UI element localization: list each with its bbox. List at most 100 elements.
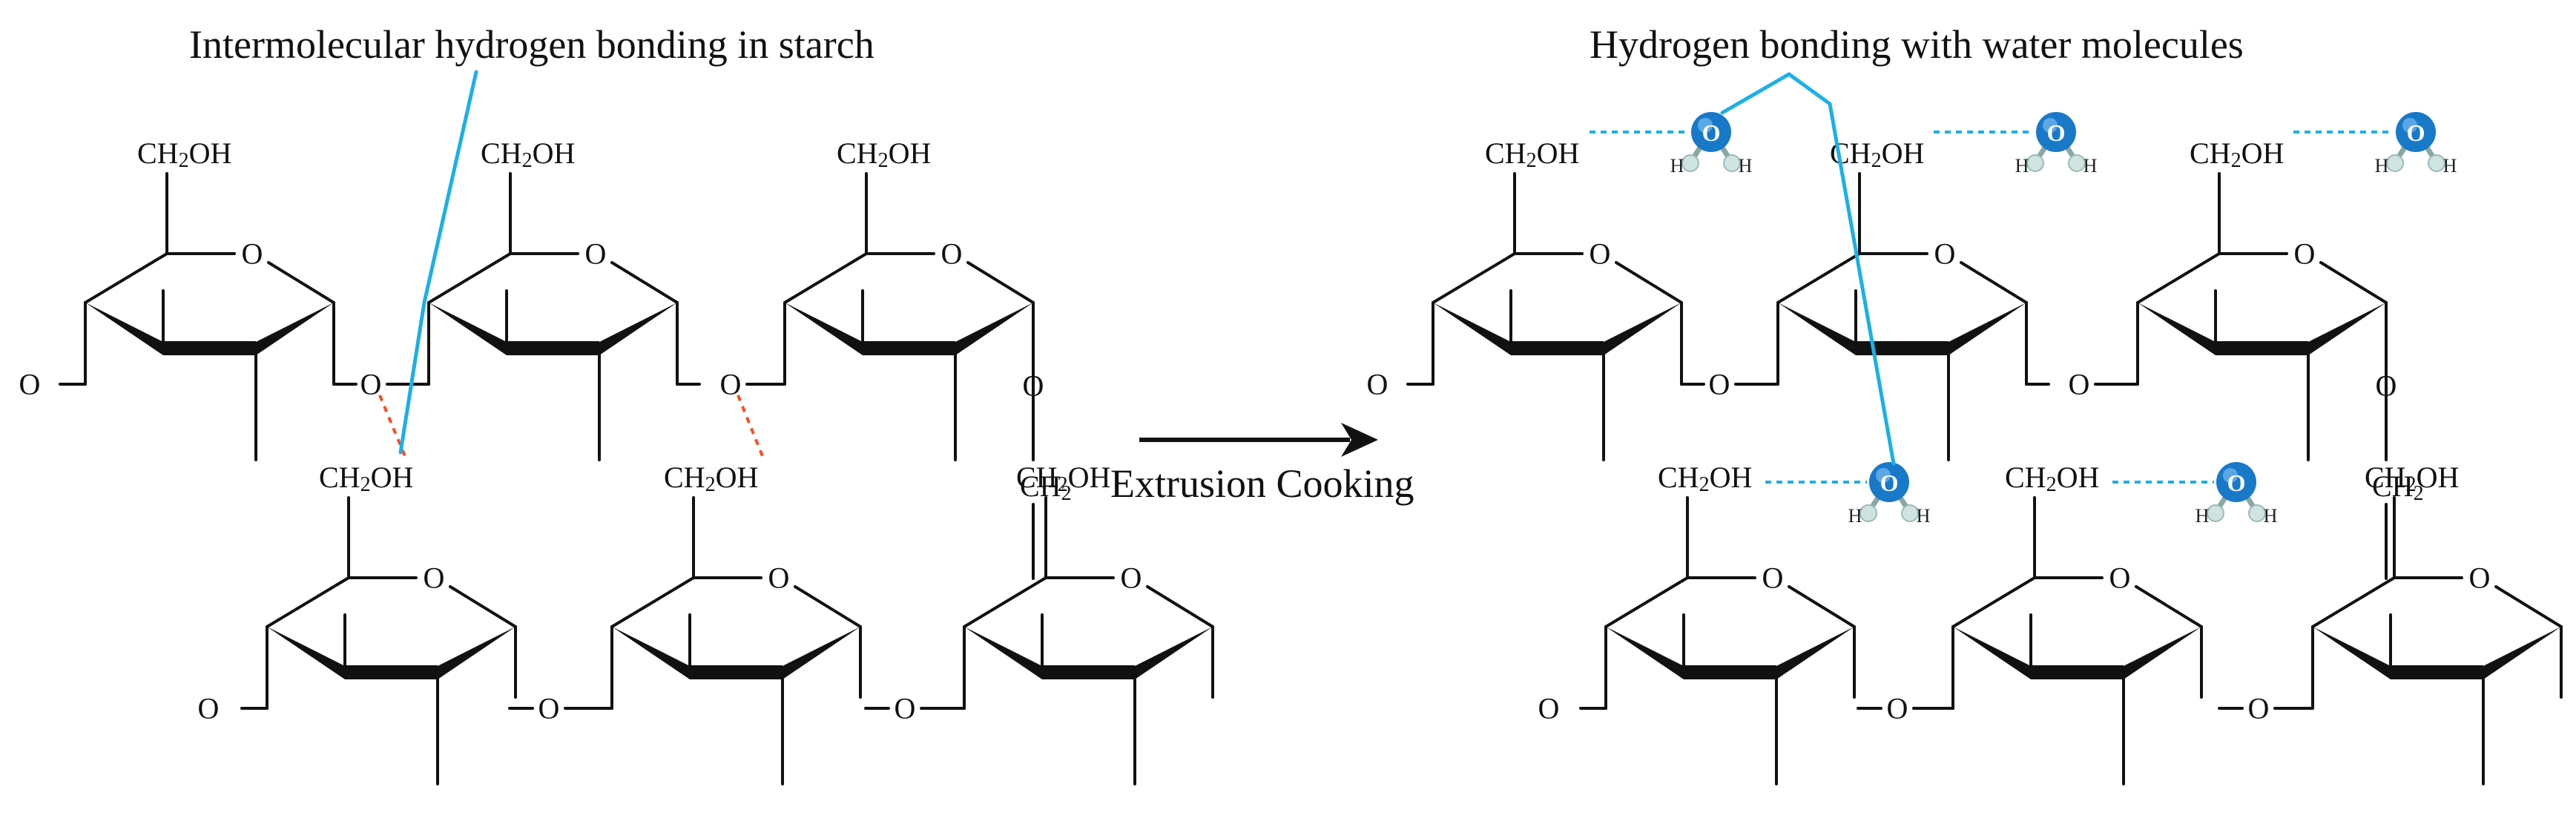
water-h-label: H: [2264, 505, 2278, 527]
ring-bond: [449, 585, 517, 628]
formula-part: CH: [1016, 461, 1058, 494]
water-h-label: H: [2375, 155, 2389, 177]
formula-part: OH: [889, 136, 932, 170]
formula-part: CH: [2372, 469, 2414, 503]
formula-subscript: 2: [2231, 149, 2241, 172]
bold-bond: [345, 665, 438, 679]
wedge-bond: [85, 303, 163, 355]
water-highlight: [1698, 118, 1713, 133]
right-title: Hydrogen bonding with water molecules: [1590, 22, 2244, 67]
formula-part: OH: [1882, 136, 1925, 170]
water-molecule-icon: OH H: [1848, 462, 1931, 527]
formula-part: CH: [2190, 136, 2231, 170]
formula-part: OH: [533, 136, 576, 170]
water-h-label: H: [1848, 505, 1862, 527]
ring-bond: [610, 261, 679, 304]
water-o-label: O: [2407, 119, 2425, 146]
water-molecule-icon: OH H: [2375, 112, 2457, 177]
ch2oh-group: CH2OH: [1830, 136, 1924, 172]
bold-bond: [1042, 665, 1135, 679]
ch2oh-group: CH2OH: [137, 136, 231, 172]
ring-bond: [1604, 576, 1689, 628]
formula-subscript: 2: [1699, 473, 1710, 496]
bold-bond: [863, 341, 955, 355]
water-o-label: O: [2227, 469, 2246, 496]
glucose-rings-layer: OCH2OHOCH2OHOCH2OHOCH2OHOCH2OHOCH2OHOCH2…: [59, 136, 2563, 785]
ring-oxygen: O: [941, 237, 963, 271]
wedge-bond: [1433, 303, 1511, 355]
wedge-bond: [1778, 303, 1856, 355]
formula-part: OH: [716, 461, 759, 494]
wedge-bond: [955, 303, 1033, 355]
formula-part: OH: [1068, 461, 1111, 494]
formula-subscript: 2: [2406, 473, 2417, 496]
ring-bond: [1951, 576, 2036, 628]
callout-line: [398, 300, 426, 455]
ring-bond: [2494, 585, 2563, 628]
formula-part: OH: [189, 136, 232, 170]
ch2oh-group: CH2OH: [1485, 136, 1579, 172]
water-hydrogen: [2026, 154, 2044, 172]
glycosidic-oxygen: O: [895, 692, 916, 725]
bold-bond: [1856, 341, 1949, 355]
wedge-bond: [256, 303, 334, 355]
ring-bond: [1960, 261, 2028, 304]
ring-bond: [2311, 576, 2396, 628]
glycosidic-oxygen: O: [2069, 368, 2090, 401]
wedge-bond: [1604, 303, 1681, 355]
wedge-bond: [599, 303, 677, 355]
ch2oh-group: CH2OH: [664, 461, 758, 496]
ch2oh-group: CH2OH: [1658, 461, 1752, 496]
ring-bond: [794, 585, 862, 628]
formula-subscript: 2: [1058, 473, 1068, 496]
branch-oxygen: O: [1023, 369, 1044, 403]
wedge-bond: [429, 303, 507, 355]
water-highlight: [1876, 468, 1891, 483]
water-o-label: O: [1702, 119, 1721, 146]
ring-oxygen: O: [585, 237, 607, 271]
water-hydrogen: [2386, 154, 2404, 172]
ring-bond: [2319, 261, 2388, 304]
ring-oxygen: O: [242, 237, 263, 271]
branch-ch2-group: CH2: [2372, 469, 2424, 505]
callout-lines-layer: [398, 70, 1896, 466]
ring-bond: [84, 252, 168, 304]
water-highlight: [2223, 468, 2238, 483]
ring-bond: [2135, 585, 2203, 628]
glycosidic-oxygen: O: [360, 368, 382, 401]
water-hydrogen: [1859, 504, 1877, 522]
glycosidic-oxygen: O: [1709, 368, 1730, 401]
ring-bond: [266, 576, 350, 628]
formula-subscript: 2: [878, 149, 889, 172]
wedge-bond: [612, 627, 690, 679]
ring-oxygen: O: [1590, 237, 1611, 271]
water-h-label: H: [2083, 155, 2098, 177]
water-hydrogen: [2248, 504, 2266, 522]
formula-part: CH: [319, 461, 360, 494]
glycosidic-oxygen: O: [1887, 692, 1908, 725]
water-highlight: [2043, 118, 2058, 133]
wedge-bond: [1776, 627, 1854, 679]
wedge-bond: [2138, 303, 2216, 355]
ring-bond: [1615, 261, 1683, 304]
reaction-arrow: [1139, 423, 1378, 457]
water-h-label: H: [1917, 505, 1931, 527]
hydrogen-bonds-layer: [378, 131, 2394, 484]
water-o-label: O: [1880, 469, 1899, 496]
ring-bond: [267, 261, 335, 304]
formula-part: CH: [1020, 469, 1061, 503]
wedge-bond: [964, 627, 1042, 679]
ring-bond: [1776, 252, 1861, 304]
water-hydrogen: [2068, 154, 2086, 172]
water-hydrogen: [1681, 154, 1699, 172]
ch2oh-group: CH2OH: [2190, 136, 2284, 172]
water-h-label: H: [2443, 155, 2457, 177]
ring-oxygen: O: [1762, 561, 1784, 595]
